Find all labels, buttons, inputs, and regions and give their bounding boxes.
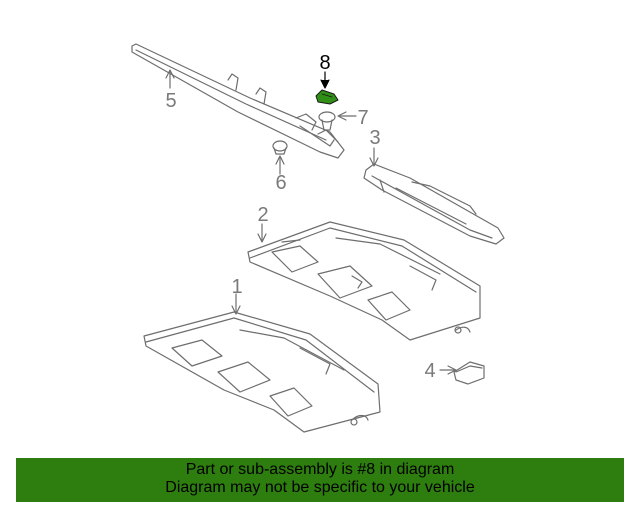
part-3-lamp (363, 163, 505, 245)
part-7-clip (318, 111, 336, 131)
callout-leaders (165, 69, 457, 375)
part-2-package-tray (247, 221, 481, 341)
parts-diagram: 1 2 3 4 5 6 7 8 (131, 43, 505, 433)
part-1-package-tray (143, 311, 381, 433)
part-6-grommet (272, 140, 288, 155)
part-5-trim-panel (131, 43, 345, 159)
callout-8-leader (320, 71, 330, 89)
info-banner: Part or sub-assembly is #8 in diagram Di… (16, 458, 624, 502)
callout-1: 1 (231, 276, 242, 298)
banner-line-part: Part or sub-assembly is #8 in diagram (185, 461, 455, 478)
part-4-cap (453, 361, 485, 385)
banner-line-disclaimer: Diagram may not be specific to your vehi… (165, 479, 475, 496)
callout-2: 2 (257, 204, 268, 226)
callout-4: 4 (424, 360, 435, 382)
callout-3: 3 (369, 127, 380, 149)
callout-5: 5 (165, 90, 176, 112)
callout-8: 8 (319, 52, 330, 74)
callout-7: 7 (357, 107, 368, 129)
part-8-highlighted (315, 89, 339, 105)
callout-6: 6 (275, 172, 286, 194)
